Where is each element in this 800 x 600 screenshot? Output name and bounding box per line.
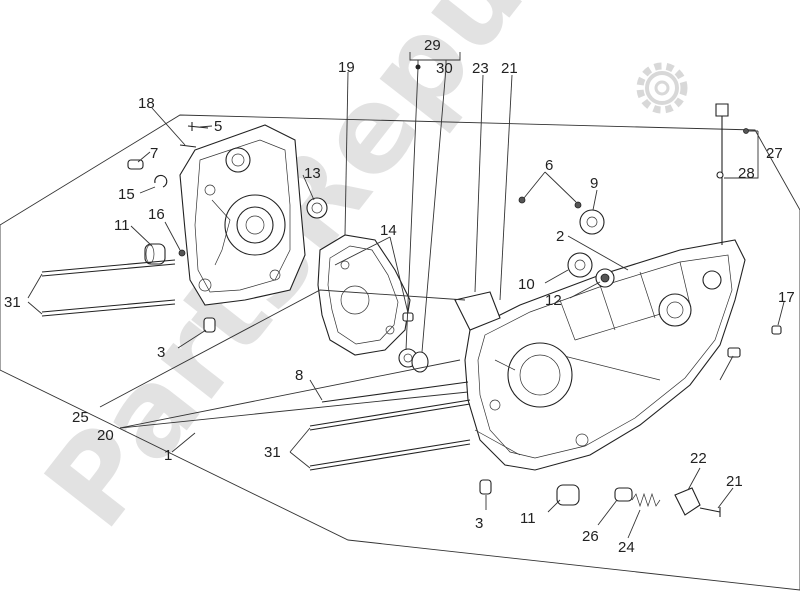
label-19: 19 [338, 59, 355, 76]
label-9: 9 [590, 175, 598, 192]
label-25: 25 [72, 409, 89, 426]
label-23: 23 [472, 60, 489, 77]
label-8: 8 [295, 367, 303, 384]
pin-16 [178, 249, 186, 257]
label-28: 28 [738, 165, 755, 182]
small-parts [41, 103, 782, 517]
label-26: 26 [582, 528, 599, 545]
pointer-dot-29 [415, 64, 421, 70]
label-30: 30 [436, 60, 453, 77]
label-11-left: 11 [114, 217, 130, 234]
stud-31-lower [41, 299, 176, 317]
label-29: 29 [424, 37, 441, 54]
label-27: 27 [766, 145, 783, 162]
part-labels: 18 5 7 15 16 11 31 3 13 19 14 29 30 23 2… [4, 37, 795, 556]
label-1: 1 [164, 447, 172, 464]
bearing-10 [567, 252, 593, 278]
gear-icon [636, 62, 688, 114]
label-11-right: 11 [520, 510, 536, 527]
stud-8 [321, 381, 469, 403]
dowel-7 [127, 159, 144, 170]
label-16: 16 [148, 206, 165, 223]
label-13: 13 [304, 165, 321, 182]
leader-lines [27, 52, 785, 539]
label-22: 22 [690, 450, 707, 467]
label-31-right: 31 [264, 444, 281, 461]
label-15: 15 [118, 186, 135, 203]
plate-23 [454, 291, 501, 331]
bush-3-left [203, 317, 216, 333]
dowel-14 [402, 312, 414, 322]
bolt-18 [179, 144, 197, 148]
clip-15 [154, 174, 168, 188]
label-12: 12 [545, 292, 562, 309]
label-7: 7 [150, 145, 158, 162]
label-31-left: 31 [4, 294, 21, 311]
label-10: 10 [518, 276, 535, 293]
oring-28 [716, 171, 724, 179]
right-crankcase-half [464, 239, 746, 471]
oring-27 [743, 128, 749, 134]
bush-3-right [479, 479, 492, 495]
bolt-5 [187, 122, 209, 131]
bush-26 [614, 487, 633, 502]
label-2: 2 [556, 228, 564, 245]
assembly-outline [0, 114, 800, 591]
stud-31-right-lower [309, 439, 471, 471]
label-5: 5 [214, 118, 222, 135]
label-21-bottom: 21 [726, 473, 743, 490]
screw-21 [699, 507, 721, 517]
stud-31-right-upper [309, 399, 471, 431]
spring-24 [631, 492, 661, 508]
label-3-right: 3 [475, 515, 483, 532]
bush-11-right [556, 484, 580, 506]
pin-6b [574, 201, 582, 209]
label-21-top: 21 [501, 60, 518, 77]
left-crankcase-half [179, 124, 306, 306]
label-24: 24 [618, 539, 635, 556]
pin-6a [518, 196, 526, 204]
label-20: 20 [97, 427, 114, 444]
plug-17 [771, 325, 782, 335]
label-17: 17 [778, 289, 795, 306]
bush-11-left [144, 243, 166, 265]
label-14: 14 [380, 222, 397, 239]
label-3-left: 3 [157, 344, 165, 361]
label-18: 18 [138, 95, 155, 112]
dipstick-28-head [715, 103, 729, 117]
stud-31-upper [41, 259, 176, 277]
label-6: 6 [545, 157, 553, 174]
dowel-4 [727, 347, 741, 358]
bearing-9 [579, 209, 605, 235]
cover-gasket [317, 234, 411, 356]
bracket-22 [674, 487, 701, 516]
seal-13 [306, 197, 328, 219]
